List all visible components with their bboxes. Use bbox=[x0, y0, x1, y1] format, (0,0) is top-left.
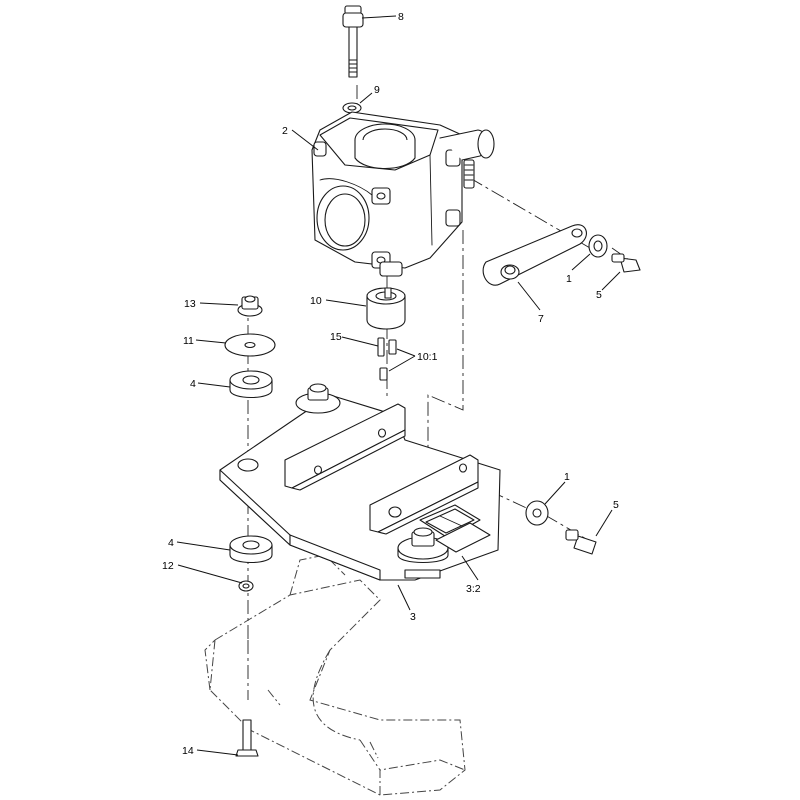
callout-labels: 8 9 2 1 5 7 13 10 11 15 10:1 4 1 5 4 12 … bbox=[162, 11, 619, 757]
callout-4-upper: 4 bbox=[190, 378, 196, 390]
callout-7: 7 bbox=[538, 313, 544, 325]
part-10-1-set-screws bbox=[379, 339, 397, 381]
callout-4-lower: 4 bbox=[168, 537, 174, 549]
part-3-2-decal bbox=[419, 504, 491, 553]
part-5-bolt-upper bbox=[611, 253, 641, 273]
callout-12: 12 bbox=[162, 560, 174, 572]
callout-2: 2 bbox=[282, 125, 288, 137]
callout-8: 8 bbox=[398, 11, 404, 23]
part-13-locknut bbox=[237, 295, 263, 317]
part-3-mounting-plate bbox=[219, 383, 501, 581]
callout-1-upper: 1 bbox=[566, 273, 572, 285]
callout-11: 11 bbox=[183, 335, 194, 347]
callout-9: 9 bbox=[374, 84, 380, 96]
part-2-gearbox bbox=[311, 111, 495, 277]
part-15-key bbox=[377, 337, 385, 357]
callout-15: 15 bbox=[330, 331, 342, 343]
callout-10-1: 10:1 bbox=[417, 351, 438, 363]
part-5-bolt-lower bbox=[565, 529, 597, 555]
part-10-coupler bbox=[366, 287, 406, 330]
part-7-arm bbox=[482, 224, 587, 286]
part-4-isolator-upper bbox=[229, 370, 273, 399]
part-11-washer bbox=[224, 333, 276, 357]
callout-10: 10 bbox=[310, 295, 322, 307]
deck-ghost-outline bbox=[204, 554, 466, 796]
callout-13: 13 bbox=[184, 298, 196, 310]
part-14-bolt bbox=[235, 719, 259, 757]
callout-5-lower: 5 bbox=[613, 499, 619, 511]
callout-1-lower: 1 bbox=[564, 471, 570, 483]
part-4-isolator-lower bbox=[229, 535, 273, 564]
part-9-washer bbox=[342, 102, 362, 114]
part-12-washer bbox=[238, 580, 254, 592]
callout-3-2: 3:2 bbox=[466, 583, 481, 595]
part-8-vent-plug bbox=[342, 5, 364, 78]
callout-5-upper: 5 bbox=[596, 289, 602, 301]
part-1-washer-lower bbox=[525, 500, 549, 526]
callout-leaders bbox=[176, 15, 621, 756]
callout-14: 14 bbox=[182, 745, 194, 757]
part-1-washer-upper bbox=[588, 234, 608, 258]
callout-3: 3 bbox=[410, 611, 416, 623]
